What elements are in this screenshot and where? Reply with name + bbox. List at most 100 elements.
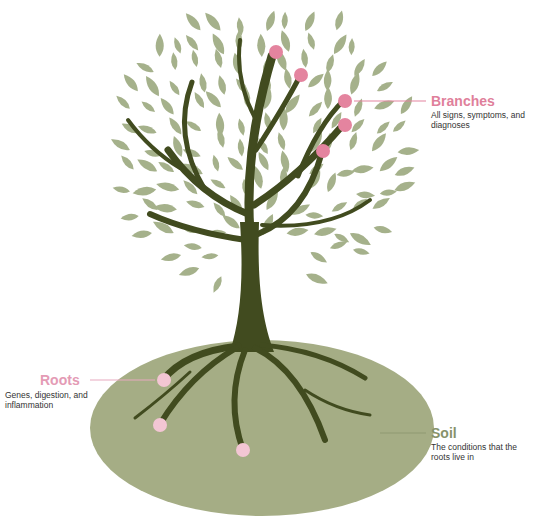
leaf xyxy=(369,131,389,154)
leaf xyxy=(170,52,178,71)
leaf xyxy=(198,73,208,94)
leaf xyxy=(220,212,242,231)
leaf xyxy=(324,53,336,74)
leaf xyxy=(172,36,183,54)
branch xyxy=(128,120,180,168)
leader-line xyxy=(90,379,155,380)
leaf xyxy=(263,9,277,32)
leaf xyxy=(324,69,332,91)
root xyxy=(135,372,190,418)
leaf xyxy=(331,32,350,56)
leaf xyxy=(112,185,131,195)
callout-heading: Roots xyxy=(40,372,100,388)
leaf xyxy=(158,96,177,117)
tree-roots xyxy=(135,345,370,450)
leaf xyxy=(155,180,180,193)
leaf xyxy=(305,212,323,220)
branch xyxy=(254,126,342,205)
leaf xyxy=(304,271,329,288)
leaf xyxy=(211,154,221,172)
leaf xyxy=(183,11,204,33)
root xyxy=(305,390,370,415)
leaf xyxy=(236,118,246,137)
leaf xyxy=(352,247,370,256)
leaf xyxy=(305,31,317,50)
leaf xyxy=(121,72,141,94)
leaf xyxy=(347,71,362,96)
leaf xyxy=(156,34,164,57)
leaf xyxy=(373,98,396,112)
leaf xyxy=(351,57,367,78)
leaf xyxy=(119,153,136,171)
leader-line xyxy=(380,432,426,433)
leaf xyxy=(276,131,288,151)
leaf xyxy=(120,213,139,222)
root xyxy=(255,348,325,440)
leaf xyxy=(183,242,202,251)
marker-dot xyxy=(294,68,308,82)
leaf xyxy=(160,251,182,263)
leaf xyxy=(282,68,293,90)
leaf xyxy=(209,177,227,191)
leaf xyxy=(185,198,205,210)
callout-heading: Branches xyxy=(431,93,531,109)
leaf xyxy=(352,97,365,118)
leaf xyxy=(370,59,390,79)
leaf xyxy=(203,89,224,110)
leaf xyxy=(215,128,226,149)
leaf xyxy=(393,164,415,178)
root-dots xyxy=(153,373,250,457)
root xyxy=(160,348,236,424)
marker-dot xyxy=(316,144,330,158)
leaf xyxy=(391,118,408,134)
marker-dot xyxy=(236,443,250,457)
root xyxy=(234,350,245,450)
leaf xyxy=(371,195,392,212)
marker-dot xyxy=(153,418,167,432)
tree-branches xyxy=(128,40,370,240)
leaf xyxy=(281,11,288,29)
root xyxy=(262,345,365,378)
callout-heading: Soil xyxy=(431,425,531,441)
leaf xyxy=(377,154,400,174)
leaf xyxy=(333,10,345,32)
callout-text: The conditions that the roots live in xyxy=(431,443,531,463)
leaf xyxy=(256,150,272,171)
branch xyxy=(239,40,255,118)
leaf xyxy=(166,115,184,136)
leaf xyxy=(216,74,228,95)
leaf xyxy=(398,94,415,116)
leaf xyxy=(348,230,373,249)
leaf xyxy=(286,226,309,237)
callout-text: All signs, symptoms, and diagnoses xyxy=(431,111,531,131)
leaf xyxy=(135,60,155,75)
leaf xyxy=(192,90,207,109)
branch xyxy=(150,214,246,240)
leaf xyxy=(167,79,182,97)
leaf xyxy=(114,93,132,111)
leaf xyxy=(375,119,392,136)
leaf xyxy=(140,196,160,213)
leaf xyxy=(178,265,201,279)
tree-trunk xyxy=(230,222,274,352)
leaf xyxy=(325,171,339,193)
leaf xyxy=(375,79,394,93)
leaf xyxy=(351,164,374,175)
leaf xyxy=(302,10,318,33)
leaf xyxy=(356,191,376,199)
branch xyxy=(262,200,370,226)
callout-text: Genes, digestion, and inflammation xyxy=(5,391,93,411)
leaf xyxy=(132,185,157,197)
leaf xyxy=(347,131,359,151)
leaf xyxy=(225,154,245,172)
leaf xyxy=(379,189,397,197)
marker-dot xyxy=(157,373,171,387)
leaf xyxy=(397,146,419,156)
marker-dot xyxy=(269,45,283,59)
leaf xyxy=(153,203,177,214)
leaf xyxy=(135,156,159,175)
leaf xyxy=(300,48,309,68)
branch-dots xyxy=(269,45,352,158)
branch xyxy=(256,76,300,150)
